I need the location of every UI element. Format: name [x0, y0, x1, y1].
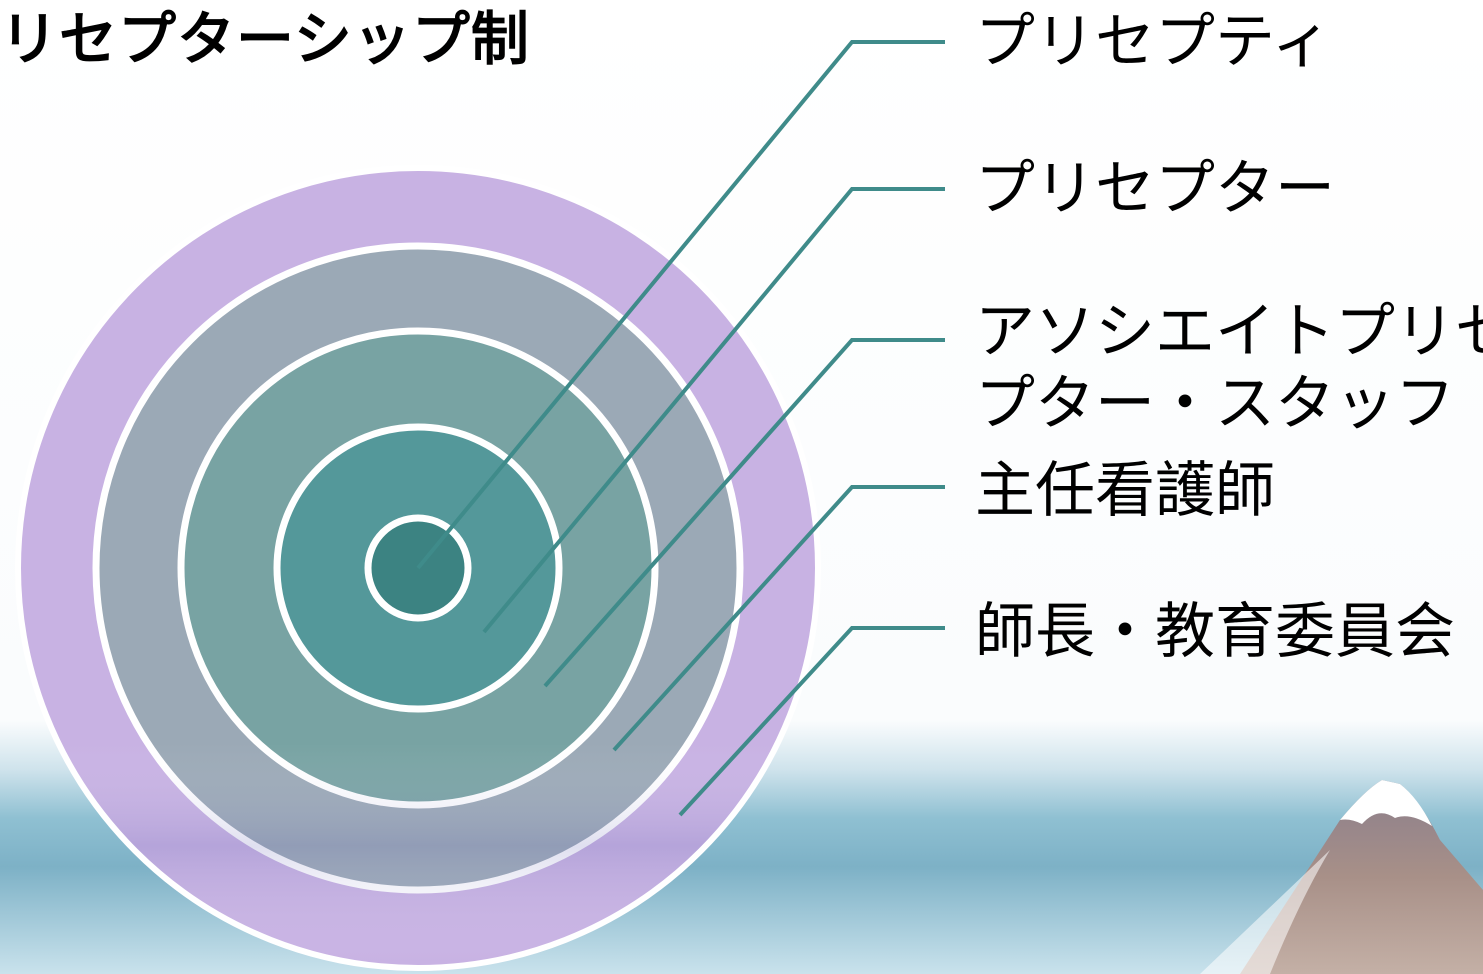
ring-label-4: 師長・教育委員会: [975, 596, 1455, 668]
page-title: リセプターシップ制: [0, 5, 530, 73]
leader-line-2: [543, 338, 945, 688]
ring-label-line: プター・スタッフ: [975, 369, 1455, 439]
ring-label-line: 主任看護師: [975, 456, 1275, 526]
mountain-icon: [1200, 780, 1483, 974]
ring-label-0: プリセプティ: [975, 6, 1331, 78]
leader-line-3: [612, 485, 945, 752]
ring-label-1: プリセプター: [975, 153, 1335, 225]
ring-label-3: 主任看護師: [975, 455, 1275, 527]
leader-line-1: [482, 187, 945, 634]
leader-line-4: [678, 626, 945, 817]
leader-lines: [416, 40, 945, 817]
ring-label-line: プリセプター: [975, 154, 1335, 224]
ring-label-2: アソシエイトプリセプター・スタッフ: [975, 296, 1483, 440]
ring-label-line: アソシエイトプリセ: [975, 297, 1483, 367]
leader-line-0: [416, 40, 945, 570]
ring-label-line: 師長・教育委員会: [975, 597, 1455, 667]
ring-label-line: プリセプティ: [975, 7, 1332, 77]
